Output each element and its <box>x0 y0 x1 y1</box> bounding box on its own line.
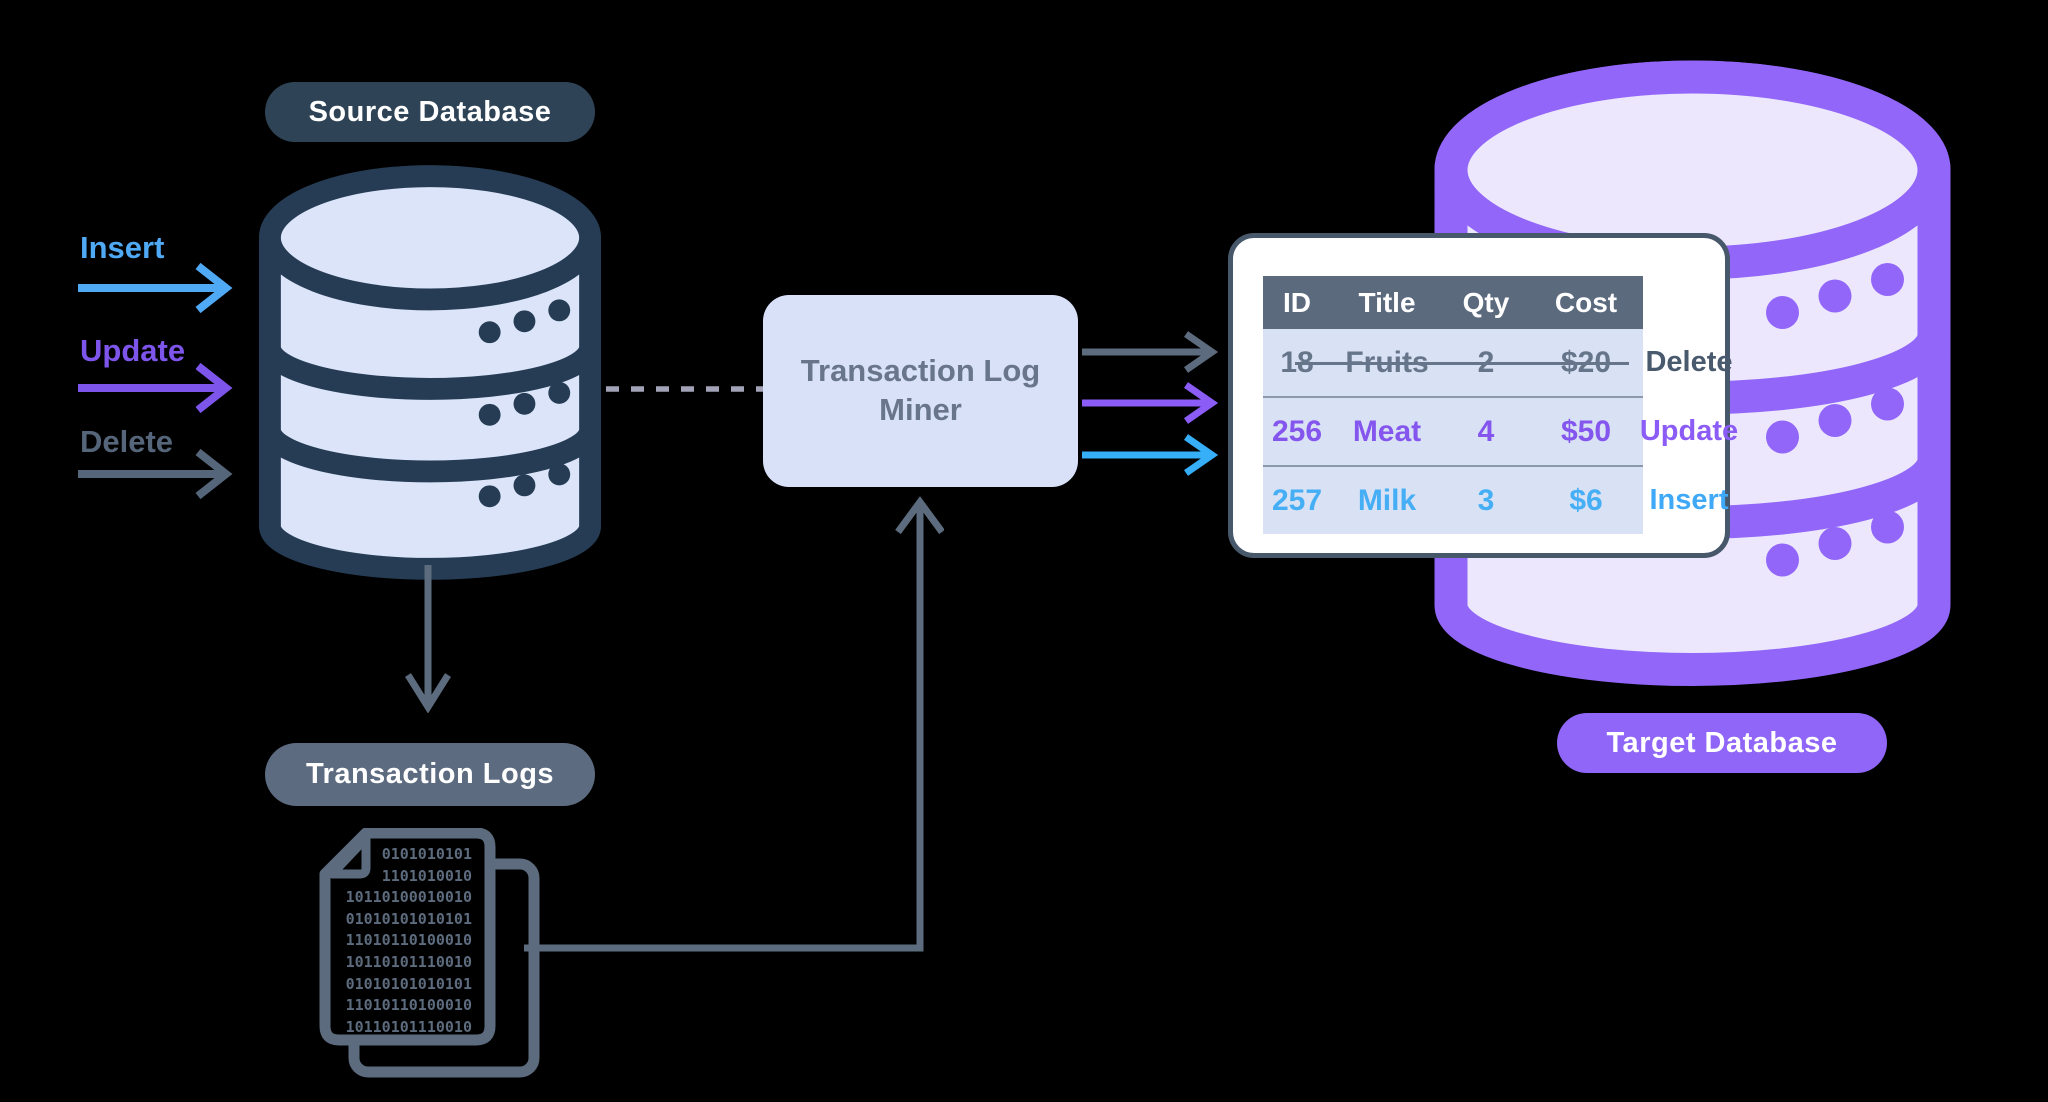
insert-arrow-icon <box>78 262 233 314</box>
logs-to-miner-arrow-icon <box>524 496 944 952</box>
binary-row: 11010110100010 <box>345 931 472 950</box>
action-delete: Delete <box>1645 346 1733 378</box>
table-row: 18 Fruits 2 $20 <box>1263 329 1643 396</box>
update-change-arrow-icon <box>1082 382 1219 424</box>
source-database-icon <box>258 165 602 580</box>
delete-label: Delete <box>80 424 174 459</box>
target-database-label: Target Database <box>1557 713 1887 773</box>
binary-row: 10110101110010 <box>345 952 472 971</box>
row-actions: Delete Update Insert <box>1639 276 1739 534</box>
action-update: Update <box>1639 415 1739 447</box>
binary-log-files-icon <box>319 828 540 1078</box>
header-cost: Cost <box>1554 286 1618 318</box>
actions-spacer <box>1643 276 1735 329</box>
dashed-connector <box>606 386 764 392</box>
update-arrow-icon <box>78 362 233 414</box>
binary-row: 01010101010101 <box>345 909 472 928</box>
header-id: ID <box>1283 286 1311 318</box>
change-table: ID Title Qty Cost 18 Fruits 2 $20 256 Me… <box>1263 276 1643 534</box>
insert-change-arrow-icon <box>1082 434 1219 476</box>
delete-change-arrow-icon <box>1082 331 1219 373</box>
header-qty: Qty <box>1462 286 1510 318</box>
action-insert: Insert <box>1649 484 1729 516</box>
binary-row: 10110100010010 <box>345 888 472 907</box>
header-title: Title <box>1358 286 1416 318</box>
transaction-log-miner-box: Transaction Log Miner <box>763 295 1078 487</box>
binary-row: 11010110100010 <box>345 996 472 1015</box>
transaction-logs-label: Transaction Logs <box>265 743 595 806</box>
table-row: 257 Milk 3 $6 <box>1263 465 1643 534</box>
binary-row: 01010101010101 <box>345 974 472 993</box>
binary-text: 0101010101 1101010010 10110100010010 010… <box>336 844 472 1038</box>
table-header-row: ID Title Qty Cost <box>1263 276 1643 329</box>
delete-arrow-icon <box>78 448 233 500</box>
binary-row: 1101010010 <box>381 866 472 885</box>
insert-label: Insert <box>80 230 165 265</box>
change-table-card: ID Title Qty Cost 18 Fruits 2 $20 256 Me… <box>1228 233 1738 558</box>
binary-row: 0101010101 <box>381 845 472 863</box>
update-label: Update <box>80 333 186 368</box>
binary-row: 10110101110010 <box>345 1017 472 1036</box>
table-row: 256 Meat 4 $50 <box>1263 396 1643 465</box>
db-to-logs-arrow-icon <box>405 565 451 713</box>
source-database-label: Source Database <box>265 82 595 142</box>
